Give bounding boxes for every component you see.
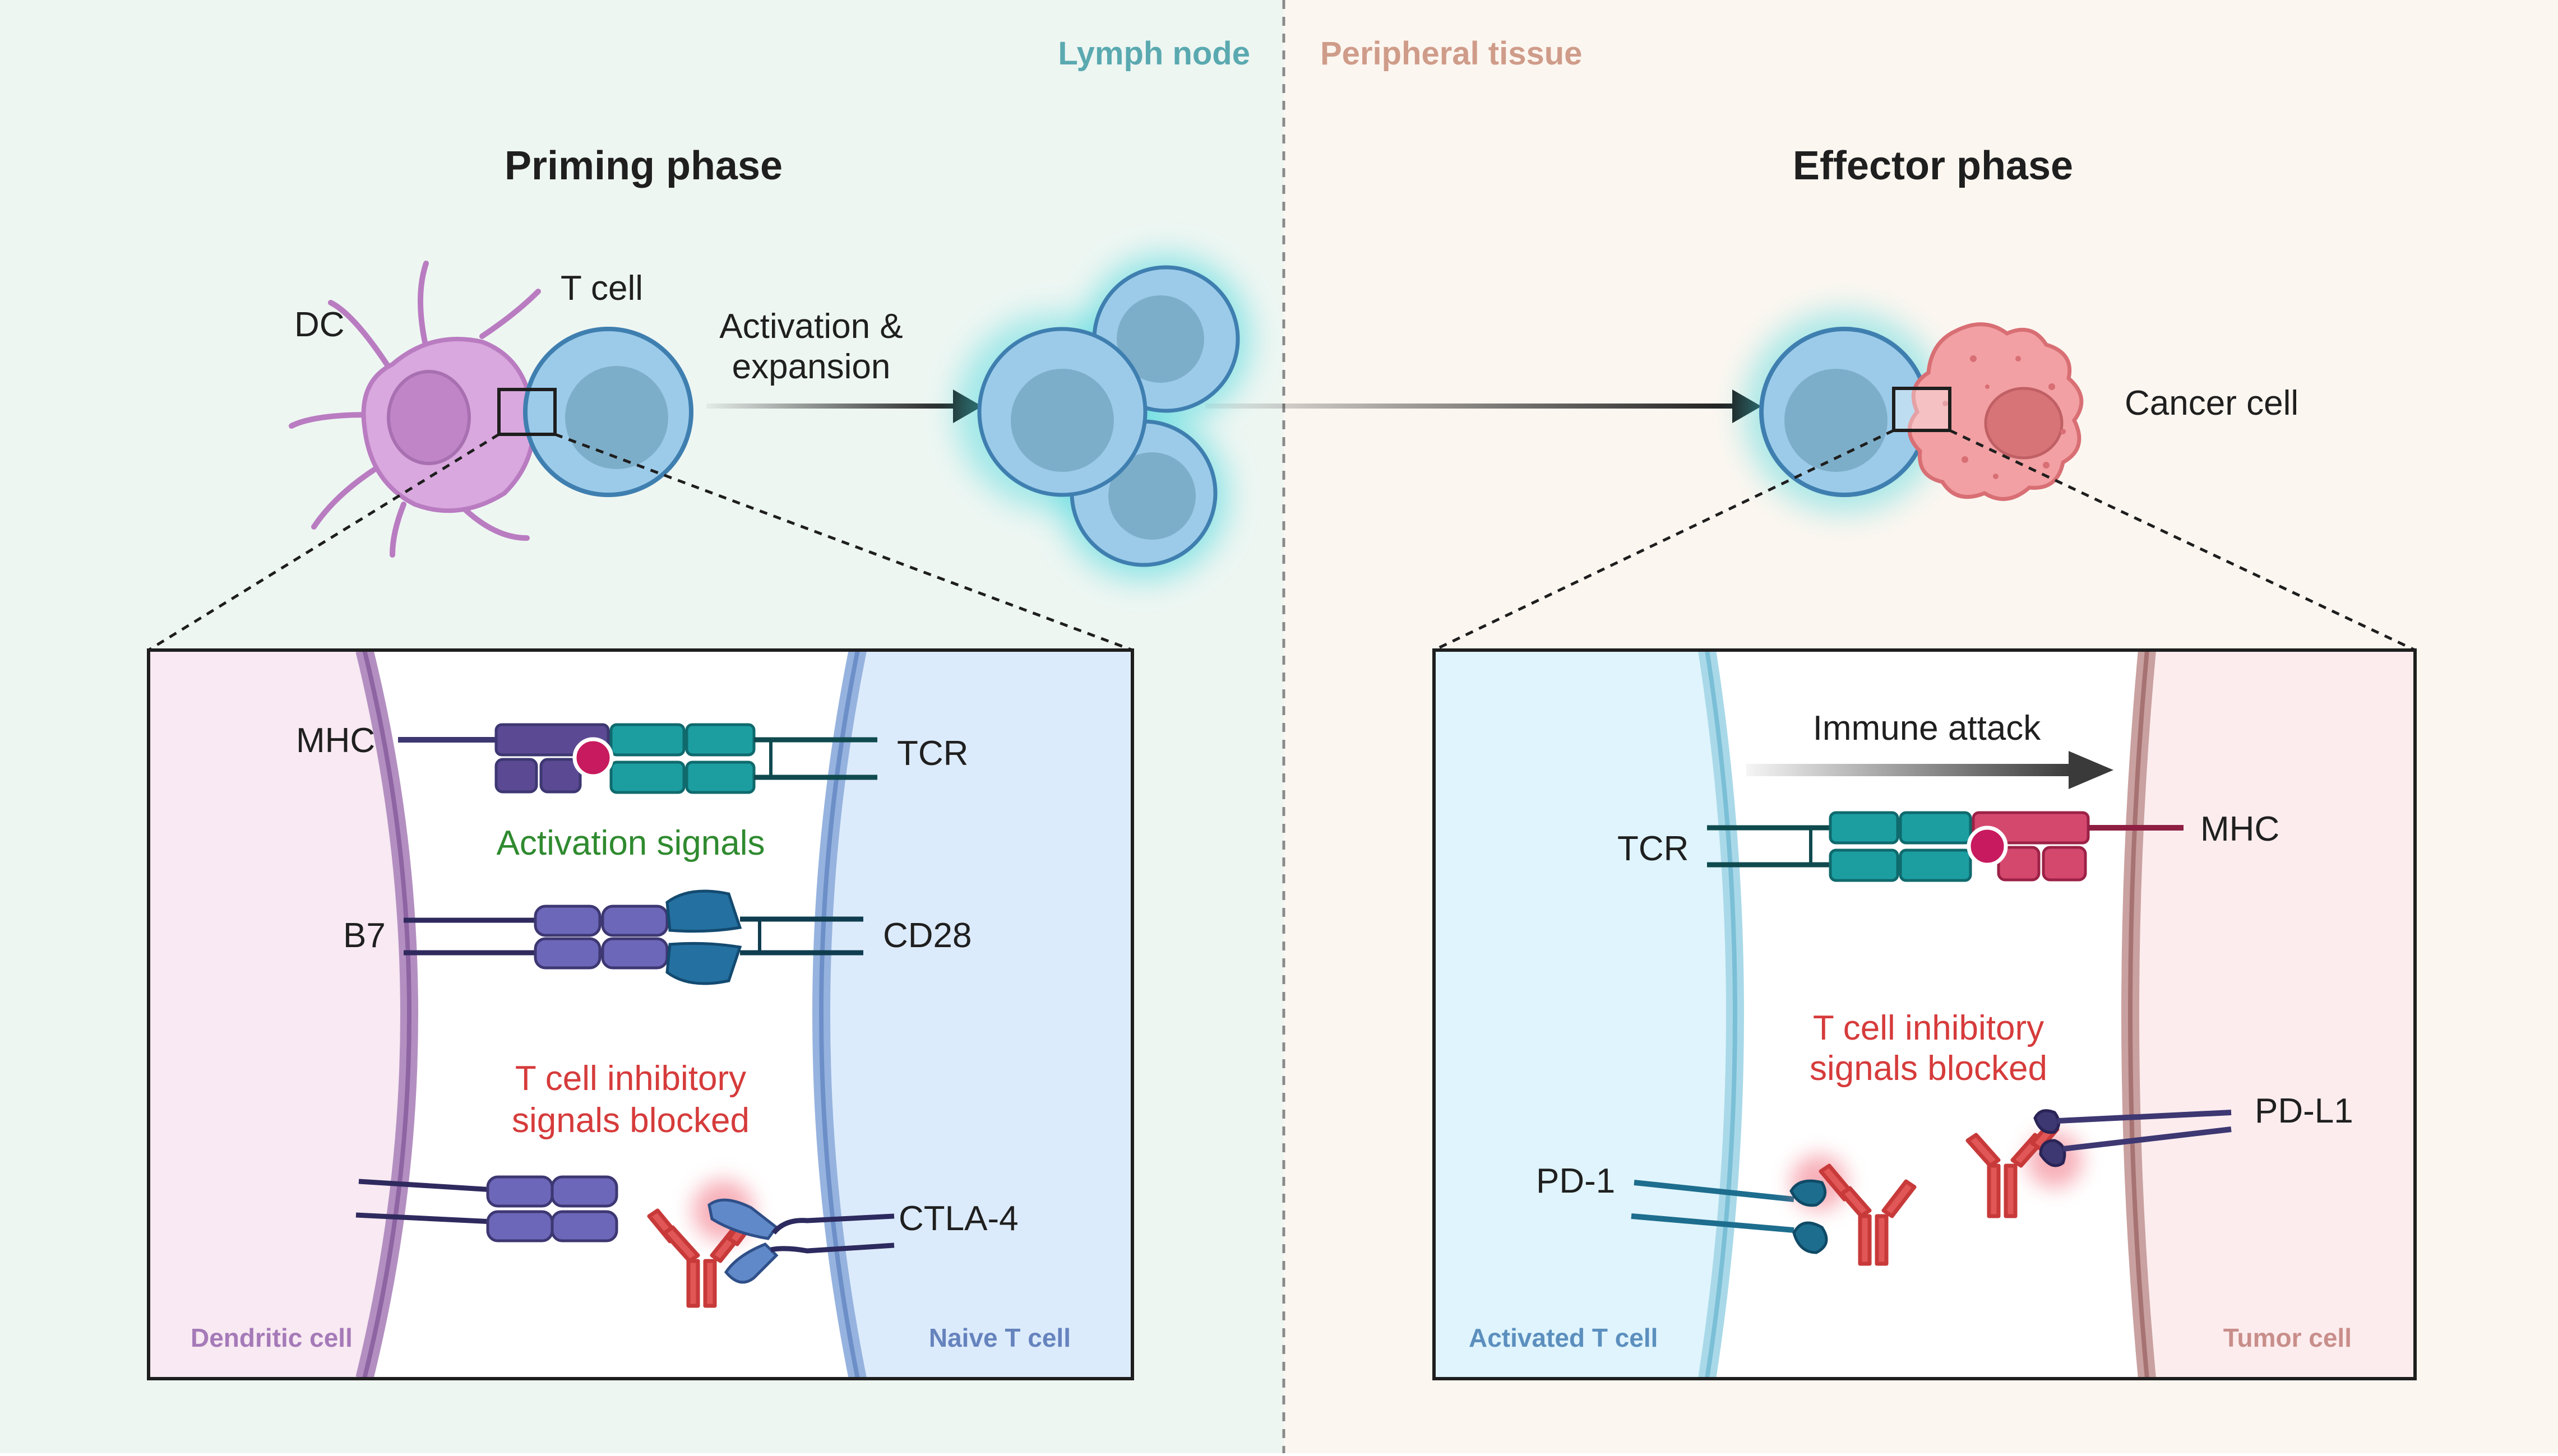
cancer-cell-illustration: [1907, 322, 2084, 501]
activated-t-cell-label: Activated T cell: [1469, 1323, 1658, 1352]
priming-mhc-tcr-complex: [398, 723, 877, 794]
priming-mhc-label: MHC: [296, 721, 375, 760]
expanded-t-cells: [956, 255, 1250, 580]
tumor-cell-label: Tumor cell: [2223, 1323, 2352, 1352]
activation-signals-label: Activation signals: [496, 824, 765, 863]
dendritic-cell-label: Dendritic cell: [191, 1323, 353, 1352]
priming-phase-title: Priming phase: [505, 143, 783, 188]
pdl1-label: PD-L1: [2255, 1092, 2353, 1130]
t-cell-label: T cell: [561, 269, 643, 308]
activation-label-line2: expansion: [732, 347, 891, 386]
t-cell-illustration: [523, 327, 693, 497]
immune-attack-arrow: [1746, 751, 2113, 789]
peripheral-tissue-label: Peripheral tissue: [1320, 35, 1582, 72]
zoom-connectors: [147, 429, 2416, 652]
effector-inhibitory-line2: signals blocked: [1810, 1049, 2047, 1088]
naive-t-cell-label: Naive T cell: [929, 1323, 1071, 1352]
cd28-label: CD28: [883, 916, 972, 955]
effector-mhc-label: MHC: [2200, 810, 2279, 848]
priming-panel: [147, 648, 1134, 1380]
effector-tcr-mhc-complex: [1707, 811, 2184, 882]
activation-label-line1: Activation &: [719, 307, 903, 346]
b7-label: B7: [343, 916, 386, 955]
pdl1-blocked: [1965, 1109, 2232, 1218]
effector-zoom-box: [1892, 387, 1951, 432]
effector-phase-title: Effector phase: [1793, 143, 2073, 188]
immune-attack-label: Immune attack: [1813, 709, 2042, 748]
priming-tcr-label: TCR: [897, 734, 968, 773]
b7-cd28-complex: [404, 889, 863, 985]
cancer-cell-label: Cancer cell: [2125, 384, 2298, 423]
pd1-label: PD-1: [1536, 1162, 1615, 1200]
dc-label: DC: [294, 305, 345, 344]
ctla4-label: CTLA-4: [899, 1199, 1019, 1238]
effector-inhibitory-line1: T cell inhibitory: [1813, 1009, 2044, 1047]
priming-inhibitory-line1: T cell inhibitory: [515, 1059, 746, 1098]
b7-ctla4-blocked: [355, 1175, 895, 1308]
activated-t-cell-illustration: [1743, 311, 1945, 513]
effector-panel: [1432, 648, 2417, 1380]
pd1-blocked: [1631, 1154, 1917, 1266]
priming-zoom-box: [497, 388, 557, 436]
effector-tcr-label: TCR: [1617, 829, 1689, 868]
priming-inhibitory-line2: signals blocked: [512, 1101, 750, 1140]
dendritic-cell-illustration: [289, 261, 541, 558]
lymph-node-label: Lymph node: [1058, 35, 1250, 72]
